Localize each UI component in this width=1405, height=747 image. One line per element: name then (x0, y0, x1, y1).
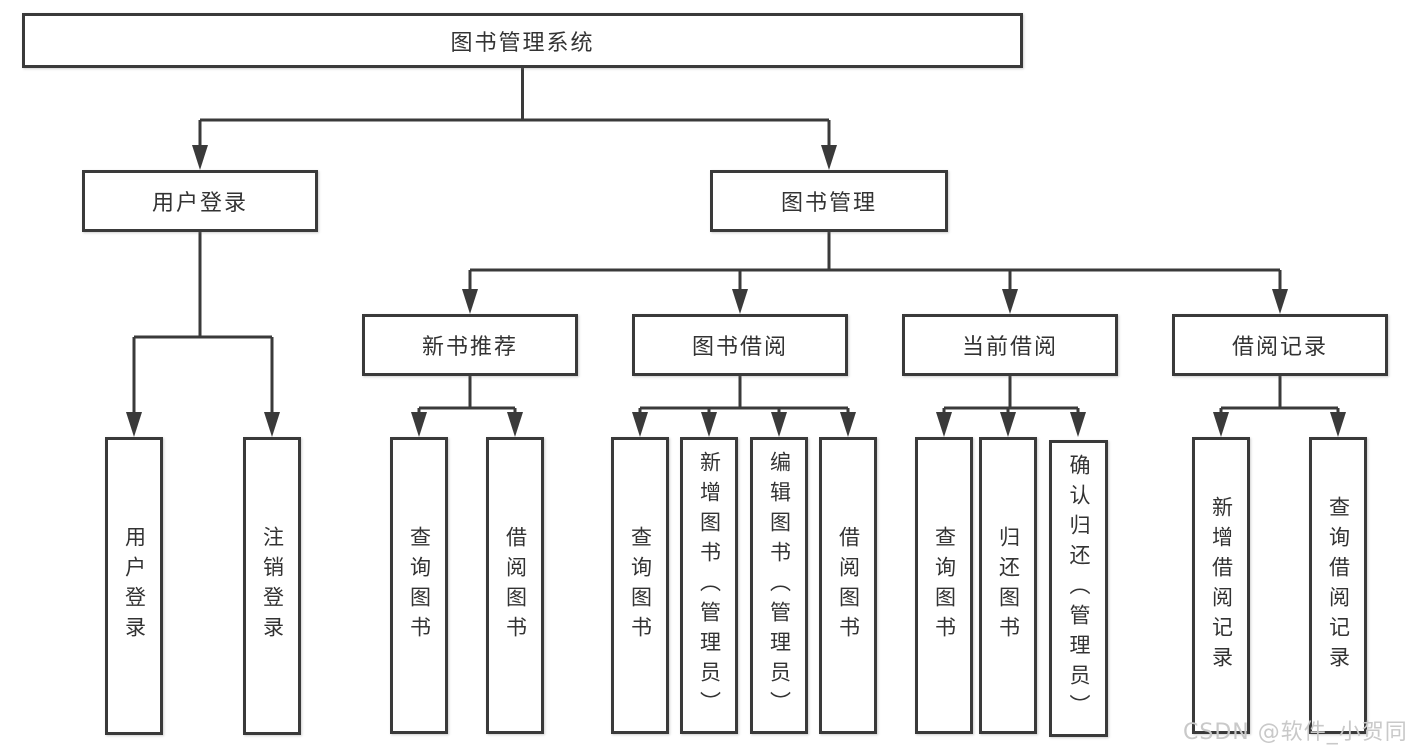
arrow-icon (840, 412, 856, 437)
leaf-query-borrow-record-label: 查询借阅记录 (1326, 495, 1351, 676)
leaf-borrow-book-recommend-label: 借阅图书 (503, 525, 528, 646)
connector-book-borrow-branch (638, 376, 850, 414)
node-new-book-recommend: 新书推荐 (362, 314, 578, 376)
leaf-borrow-book: 借阅图书 (819, 437, 877, 734)
connector-book-management-branch (468, 232, 1282, 290)
arrow-icon (264, 412, 280, 437)
arrow-icon (1213, 412, 1229, 437)
node-borrow-records-label: 借阅记录 (1231, 335, 1328, 360)
connector-borrow-records-branch (1219, 376, 1340, 414)
watermark: CSDN @软件_小贺同学 (1183, 720, 1405, 745)
leaf-edit-book-admin-label: 编辑图书（管理员） (767, 450, 792, 721)
node-new-book-recommend-label: 新书推荐 (421, 335, 518, 360)
arrow-icon (411, 412, 427, 437)
arrow-icon (126, 412, 142, 437)
leaf-logout: 注销登录 (243, 437, 301, 735)
node-user-login: 用户登录 (82, 170, 318, 232)
arrowheads (126, 145, 1346, 437)
arrow-icon (1000, 412, 1016, 437)
arrow-icon (507, 412, 523, 437)
leaf-query-borrow-record: 查询借阅记录 (1309, 437, 1367, 734)
leaf-user-login-label: 用户登录 (122, 526, 147, 646)
leaf-add-book-admin-label: 新增图书（管理员） (697, 450, 722, 721)
leaf-query-books-recommend-label: 查询图书 (407, 525, 432, 646)
arrow-icon (1272, 289, 1288, 314)
arrow-icon (821, 145, 837, 170)
arrow-icon (1070, 412, 1086, 437)
leaf-borrow-book-recommend: 借阅图书 (486, 437, 544, 734)
leaf-confirm-return-admin: 确认归还（管理员） (1049, 440, 1108, 737)
arrow-icon (771, 412, 787, 437)
node-book-management-label: 图书管理 (780, 191, 877, 216)
leaf-query-books-recommend: 查询图书 (390, 437, 448, 734)
leaf-borrow-book-label: 借阅图书 (836, 525, 861, 646)
leaf-query-books-current: 查询图书 (915, 437, 973, 734)
arrow-icon (462, 289, 478, 314)
node-user-login-label: 用户登录 (151, 191, 248, 216)
arrow-icon (732, 289, 748, 314)
leaf-add-borrow-record-label: 新增借阅记录 (1209, 495, 1234, 676)
connector-new-book-branch (417, 376, 517, 414)
leaf-query-books-current-label: 查询图书 (932, 525, 957, 646)
leaf-query-books-borrow: 查询图书 (611, 437, 669, 734)
leaf-return-book: 归还图书 (979, 437, 1037, 734)
leaf-add-borrow-record: 新增借阅记录 (1192, 437, 1250, 734)
node-book-management: 图书管理 (710, 170, 948, 232)
leaf-confirm-return-admin-label: 确认归还（管理员） (1067, 453, 1091, 724)
connector-user-login-branch (132, 232, 274, 413)
node-book-borrow-label: 图书借阅 (691, 335, 788, 360)
arrow-icon (632, 412, 648, 437)
node-root-system: 图书管理系统 (22, 13, 1023, 68)
arrow-icon (1330, 412, 1346, 437)
arrow-icon (192, 145, 208, 170)
leaf-query-books-borrow-label: 查询图书 (628, 525, 653, 646)
leaf-add-book-admin: 新增图书（管理员） (680, 437, 738, 734)
node-root-label: 图书管理系统 (450, 30, 595, 56)
arrow-icon (1002, 289, 1018, 314)
leaf-return-book-label: 归还图书 (996, 525, 1021, 646)
node-current-borrow: 当前借阅 (902, 314, 1118, 376)
node-book-borrow: 图书借阅 (632, 314, 848, 376)
node-borrow-records: 借阅记录 (1172, 314, 1388, 376)
leaf-logout-label: 注销登录 (260, 526, 285, 646)
connector-current-borrow-branch (942, 376, 1080, 414)
leaf-user-login: 用户登录 (105, 437, 163, 735)
leaf-edit-book-admin: 编辑图书（管理员） (750, 437, 808, 734)
arrow-icon (701, 412, 717, 437)
node-current-borrow-label: 当前借阅 (961, 335, 1058, 360)
connector-root-to-level2 (198, 68, 831, 146)
arrow-icon (936, 412, 952, 437)
